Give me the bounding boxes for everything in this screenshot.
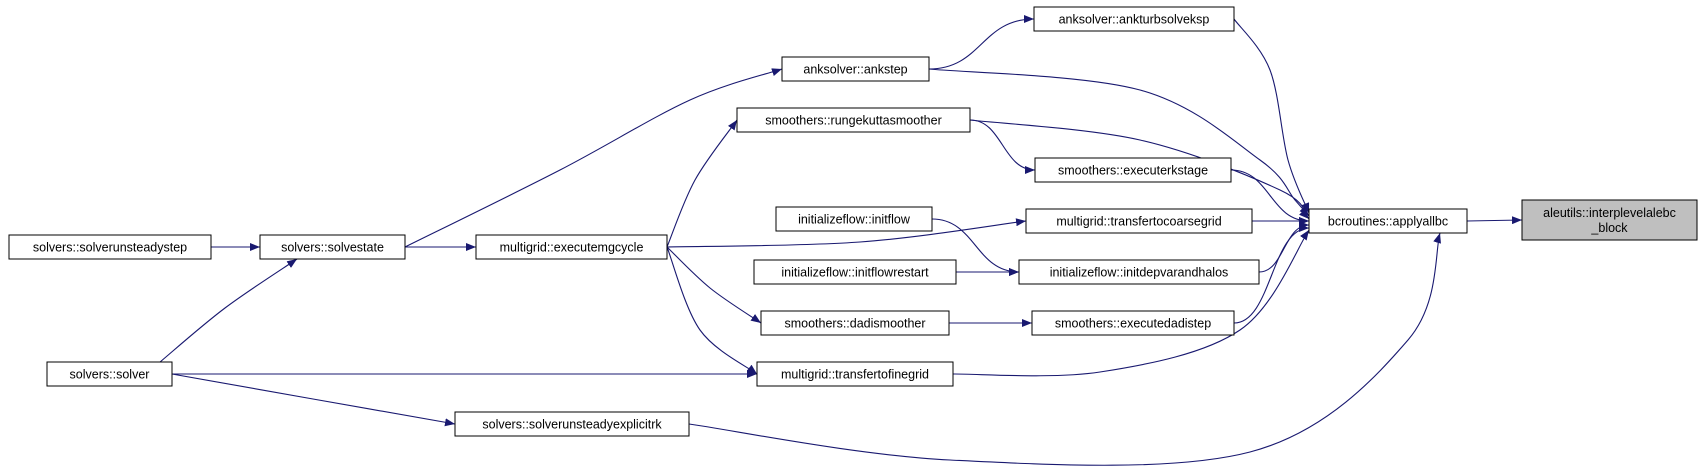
- graph-node-box-applyallbc[interactable]: [1308, 208, 1468, 234]
- edge-rungekuttasmoother-to-applyallbc: [969, 119, 1310, 220]
- graph-node-label-solverunsteadyexplicitrk: solvers::solverunsteadyexplicitrk: [482, 418, 662, 432]
- graph-node-transfertofinegrid[interactable]: multigrid::transfertofinegrid: [756, 361, 954, 387]
- graph-node-box-solver[interactable]: [46, 361, 173, 387]
- graph-node-box-solverunsteadyexplicitrk[interactable]: [454, 411, 690, 437]
- graph-node-executedadistep[interactable]: smoothers::executedadistep: [1031, 310, 1235, 336]
- edge-ankstep-to-ankturbsolveksp: [928, 15, 1035, 70]
- edge-executemgcycle-to-transfertocoarsegrid: [666, 218, 1027, 248]
- graph-node-initflow[interactable]: initializeflow::initflow: [775, 206, 933, 232]
- graph-node-box-interplevelalebc_block: [1521, 199, 1698, 241]
- edge-executemgcycle-to-dadismoother: [666, 246, 762, 324]
- graph-node-executemgcycle[interactable]: multigrid::executemgcycle: [475, 234, 668, 260]
- graph-node-box-rungekuttasmoother[interactable]: [736, 107, 971, 133]
- graph-node-box-ankstep[interactable]: [781, 56, 930, 82]
- graph-node-label-initdepvarandhalos: initializeflow::initdepvarandhalos: [1050, 266, 1229, 280]
- graph-node-label-solvestate: solvers::solvestate: [281, 241, 384, 255]
- graph-node-box-ankturbsolveksp[interactable]: [1033, 6, 1235, 32]
- edge-executedadistep-to-applyallbc: [1233, 224, 1310, 324]
- graph-node-label-transfertofinegrid: multigrid::transfertofinegrid: [781, 368, 929, 382]
- graph-node-executerkstage[interactable]: smoothers::executerkstage: [1034, 157, 1232, 183]
- graph-node-label-initflowrestart: initializeflow::initflowrestart: [781, 266, 929, 280]
- graph-node-box-transfertofinegrid[interactable]: [756, 361, 954, 387]
- graph-node-box-executedadistep[interactable]: [1031, 310, 1235, 336]
- graph-node-solvestate[interactable]: solvers::solvestate: [259, 234, 406, 260]
- edge-executemgcycle-to-transfertofinegrid: [666, 246, 758, 375]
- edge-solver-to-solvestate: [159, 258, 298, 363]
- edge-executerkstage-to-applyallbc: [1230, 169, 1310, 225]
- graph-node-label-executerkstage: smoothers::executerkstage: [1058, 164, 1208, 178]
- graph-node-label-transfertocoarsegrid: multigrid::transfertocoarsegrid: [1056, 215, 1221, 229]
- edge-solver-to-solverunsteadyexplicitrk: [171, 373, 456, 427]
- graph-node-box-dadismoother[interactable]: [760, 310, 950, 336]
- graph-node-rungekuttasmoother[interactable]: smoothers::rungekuttasmoother: [736, 107, 971, 133]
- graph-node-label-ankstep: anksolver::ankstep: [803, 63, 907, 77]
- graph-node-label-interplevelalebc_block: aleutils::interplevelalebc_block: [1543, 206, 1676, 235]
- edge-applyallbc-to-interplevelalebc_block: [1466, 216, 1523, 225]
- graph-node-label-applyallbc: bcroutines::applyallbc: [1328, 215, 1448, 229]
- graph-node-solverunsteadyexplicitrk[interactable]: solvers::solverunsteadyexplicitrk: [454, 411, 690, 437]
- graph-node-ankstep[interactable]: anksolver::ankstep: [781, 56, 930, 82]
- edge-solvestate-to-ankstep: [404, 68, 783, 248]
- edge-executemgcycle-to-rungekuttasmoother: [666, 119, 738, 248]
- graph-node-label-solverunsteadystep: solvers::solverunsteadystep: [33, 241, 187, 255]
- graph-node-box-executerkstage[interactable]: [1034, 157, 1232, 183]
- graph-node-box-initdepvarandhalos[interactable]: [1018, 259, 1260, 285]
- graph-node-label-dadismoother: smoothers::dadismoother: [784, 317, 925, 331]
- graph-node-applyallbc[interactable]: bcroutines::applyallbc: [1308, 208, 1468, 234]
- graph-node-box-solverunsteadystep[interactable]: [8, 234, 212, 260]
- edge-ankstep-to-applyallbc: [928, 68, 1310, 217]
- graph-node-box-solvestate[interactable]: [259, 234, 406, 260]
- edge-rungekuttasmoother-to-executerkstage: [969, 119, 1036, 174]
- graph-node-transfertocoarsegrid[interactable]: multigrid::transfertocoarsegrid: [1025, 208, 1253, 234]
- graph-node-label-executedadistep: smoothers::executedadistep: [1055, 317, 1211, 331]
- graph-node-label-solver: solvers::solver: [70, 368, 150, 382]
- edge-ankturbsolveksp-to-applyallbc: [1233, 18, 1310, 214]
- graph-node-box-initflowrestart[interactable]: [753, 259, 957, 285]
- graph-node-label-ankturbsolveksp: anksolver::ankturbsolveksp: [1059, 13, 1210, 27]
- graph-node-initdepvarandhalos[interactable]: initializeflow::initdepvarandhalos: [1018, 259, 1260, 285]
- edge-solverunsteadyexplicitrk-to-applyallbc: [688, 232, 1441, 466]
- edge-initflow-to-initdepvarandhalos: [931, 218, 1020, 276]
- graph-node-box-transfertocoarsegrid[interactable]: [1025, 208, 1253, 234]
- graph-node-label-executemgcycle: multigrid::executemgcycle: [500, 241, 644, 255]
- graph-node-solver[interactable]: solvers::solver: [46, 361, 173, 387]
- graph-node-label-rungekuttasmoother: smoothers::rungekuttasmoother: [765, 114, 941, 128]
- graph-node-box-initflow[interactable]: [775, 206, 933, 232]
- graph-node-dadismoother[interactable]: smoothers::dadismoother: [760, 310, 950, 336]
- graph-node-interplevelalebc_block: aleutils::interplevelalebc_block: [1521, 199, 1698, 241]
- graph-node-solverunsteadystep[interactable]: solvers::solverunsteadystep: [8, 234, 212, 260]
- graph-node-label-initflow: initializeflow::initflow: [798, 213, 911, 227]
- graph-node-initflowrestart[interactable]: initializeflow::initflowrestart: [753, 259, 957, 285]
- edge-transfertofinegrid-to-applyallbc: [952, 229, 1310, 377]
- graph-node-ankturbsolveksp[interactable]: anksolver::ankturbsolveksp: [1033, 6, 1235, 32]
- graph-node-box-executemgcycle[interactable]: [475, 234, 668, 260]
